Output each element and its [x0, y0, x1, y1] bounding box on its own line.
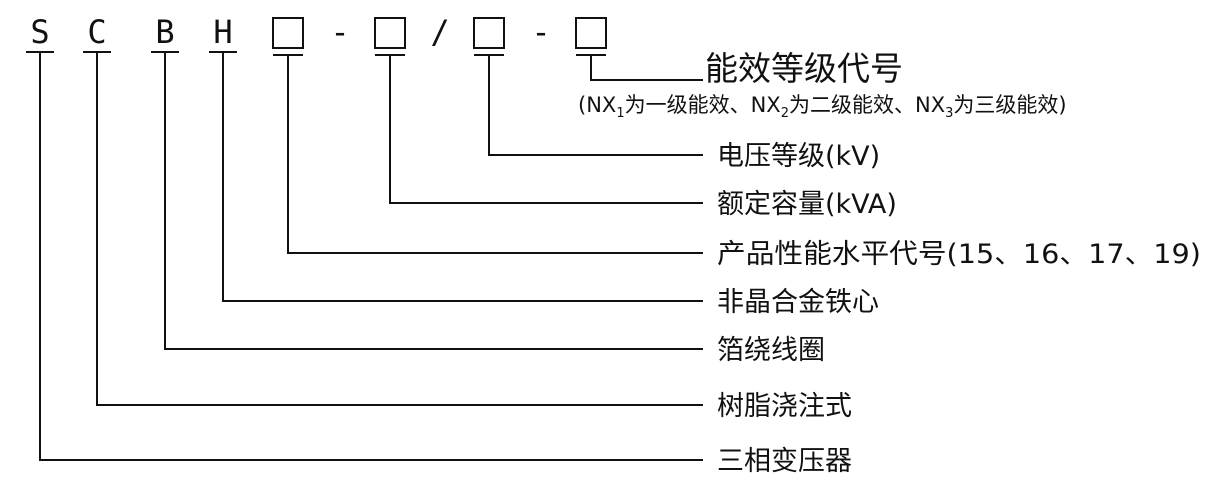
label-amorphous-core: 非晶合金铁心: [717, 287, 879, 318]
leader-voltage: [488, 55, 703, 156]
label-performance-level: 产品性能水平代号(15、16、17、19): [717, 239, 1201, 270]
note-nx-3: NX: [915, 93, 945, 117]
separator-dash-2: -: [531, 13, 550, 51]
label-three-phase: 三相变压器: [717, 446, 852, 477]
label-voltage-level: 电压等级(kV): [717, 141, 880, 172]
note-sub-2: 2: [781, 106, 789, 121]
note-sub-1: 1: [616, 106, 624, 121]
separator-slash: /: [430, 13, 449, 51]
note-nx-2: NX: [751, 93, 781, 117]
leader-capacity: [389, 55, 703, 204]
note-grade-3: 为三级能效: [953, 93, 1058, 117]
note-sub-3: 3: [945, 106, 953, 121]
leader-performance: [287, 55, 703, 254]
placeholder-box-capacity: [374, 17, 406, 49]
code-char-c: C: [87, 13, 106, 51]
leader-three-phase: [39, 52, 703, 461]
placeholder-box-performance: [272, 17, 304, 49]
note-open-paren: (: [578, 93, 586, 117]
separator-dash-1: -: [330, 13, 349, 51]
efficiency-note: (NX1为一级能效、NX2为二级能效、NX3为三级能效): [578, 93, 1067, 121]
code-char-b: B: [155, 13, 174, 51]
leader-efficiency: [590, 55, 703, 81]
placeholder-box-efficiency: [575, 17, 607, 49]
label-resin-cast: 树脂浇注式: [717, 391, 852, 422]
note-grade-1: 为一级能效、: [625, 93, 751, 117]
leader-foil-winding: [164, 52, 703, 350]
note-close-paren: ): [1058, 93, 1066, 117]
placeholder-box-voltage: [473, 17, 505, 49]
label-efficiency-grade: 能效等级代号: [705, 49, 903, 88]
note-grade-2: 为二级能效、: [789, 93, 915, 117]
leader-resin-cast: [96, 52, 703, 406]
label-foil-winding: 箔绕线圈: [717, 335, 825, 366]
note-nx-1: NX: [586, 93, 616, 117]
code-char-s: S: [30, 13, 49, 51]
label-rated-capacity: 额定容量(kVA): [717, 189, 897, 220]
leader-amorphous-core: [222, 52, 703, 302]
code-char-h: H: [213, 13, 232, 51]
